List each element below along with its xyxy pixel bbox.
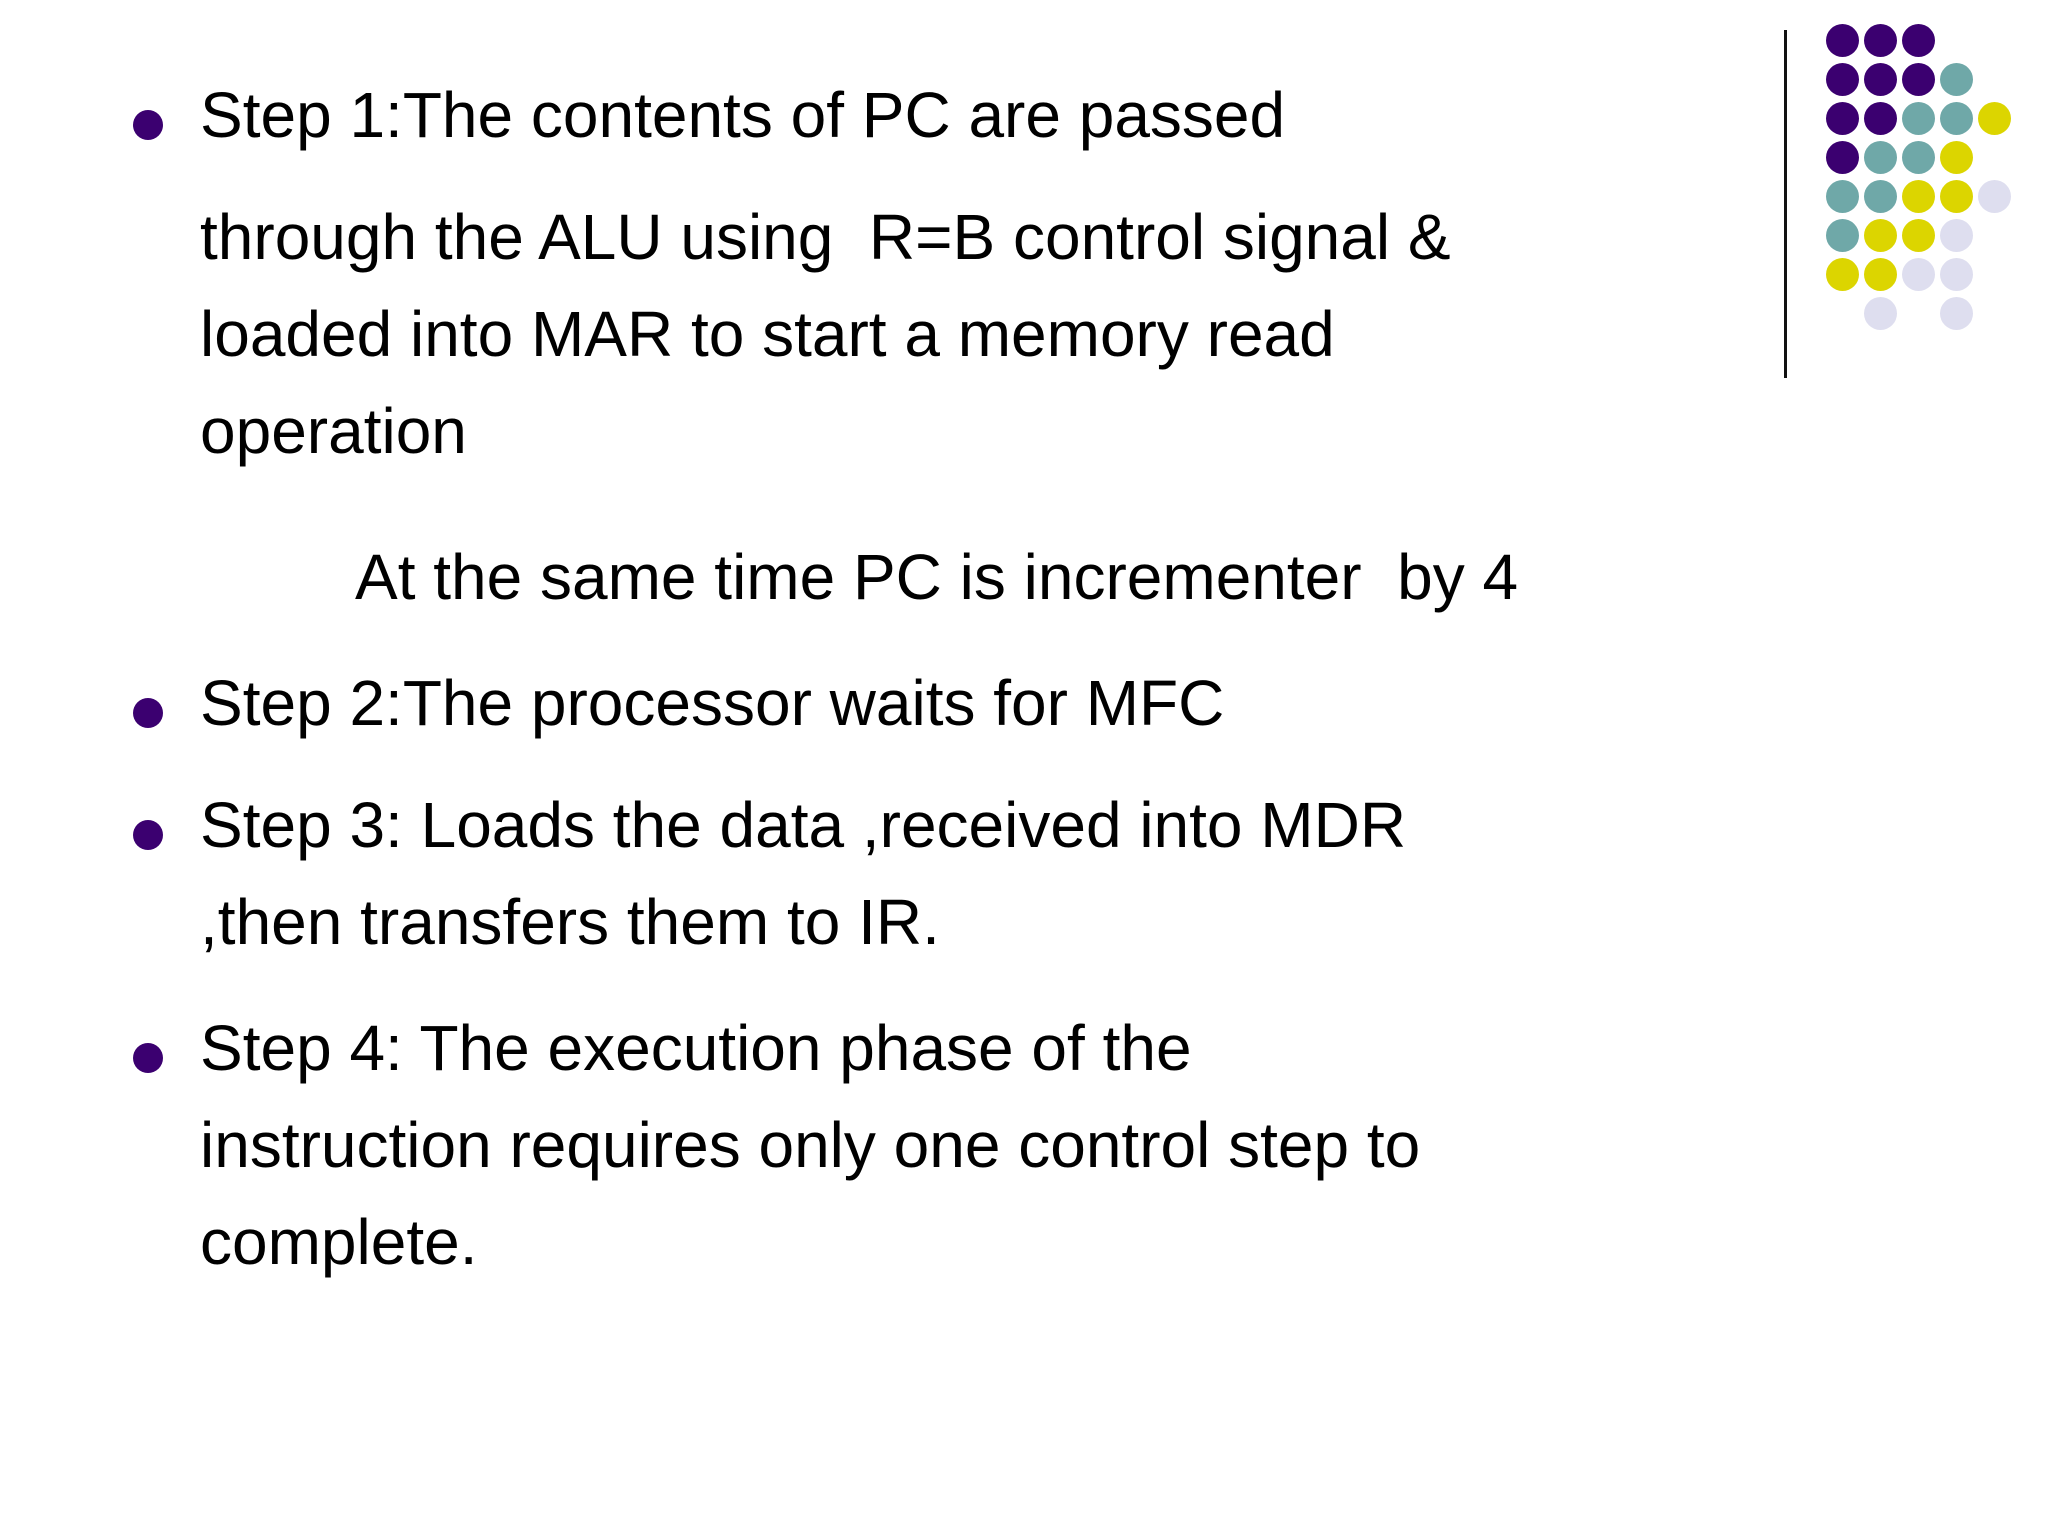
bullet-marker-step-4 (133, 1043, 163, 1073)
logo-dot-yellow (1864, 258, 1897, 291)
logo-dot-teal (1864, 180, 1897, 213)
logo-dot-teal (1940, 102, 1973, 135)
step-3-line-2: ,then transfers them to IR. (200, 886, 940, 958)
logo-dot-purple (1864, 63, 1897, 96)
logo-dot-teal (1826, 219, 1859, 252)
logo-dot-yellow (1902, 180, 1935, 213)
logo-dot-teal (1826, 180, 1859, 213)
logo-dot-yellow (1940, 180, 1973, 213)
logo-dot-lavender (1978, 180, 2011, 213)
logo-dot-teal (1902, 141, 1935, 174)
step-4-line-2: instruction requires only one control st… (200, 1109, 1421, 1181)
logo-dot-lavender (1940, 219, 1973, 252)
logo-dot-purple (1826, 63, 1859, 96)
logo-dot-yellow (1864, 219, 1897, 252)
logo-dot-teal (1940, 63, 1973, 96)
dot-grid-logo (1826, 24, 2042, 354)
logo-dot-purple (1864, 102, 1897, 135)
bullet-marker-step-3 (133, 820, 163, 850)
logo-dot-lavender (1940, 258, 1973, 291)
step-1-line-1: Step 1:The contents of PC are passed (200, 79, 1286, 151)
logo-dot-purple (1902, 24, 1935, 57)
bullet-marker-step-1 (133, 110, 163, 140)
sub-note-same-time-pc: At the same time PC is incrementer by 4 (355, 541, 1519, 613)
logo-dot-yellow (1902, 219, 1935, 252)
logo-dot-yellow (1826, 258, 1859, 291)
logo-dot-lavender (1864, 297, 1897, 330)
logo-dot-teal (1864, 141, 1897, 174)
logo-dot-lavender (1902, 258, 1935, 291)
logo-dot-purple (1902, 63, 1935, 96)
logo-dot-yellow (1978, 102, 2011, 135)
logo-dot-yellow (1940, 141, 1973, 174)
logo-dot-teal (1902, 102, 1935, 135)
step-4-line-1: Step 4: The execution phase of the (200, 1012, 1192, 1084)
logo-dot-lavender (1940, 297, 1973, 330)
logo-dot-purple (1826, 141, 1859, 174)
logo-vertical-rule (1784, 30, 1787, 378)
logo-dot-purple (1826, 24, 1859, 57)
step-1-line-2: through the ALU using R=B control signal… (200, 201, 1451, 273)
logo-dot-purple (1826, 102, 1859, 135)
logo-dot-purple (1864, 24, 1897, 57)
step-1-line-4: operation (200, 395, 467, 467)
step-1-line-3: loaded into MAR to start a memory read (200, 298, 1335, 370)
bullet-marker-step-2 (133, 698, 163, 728)
step-4-line-3: complete. (200, 1206, 478, 1278)
step-3-line-1: Step 3: Loads the data ,received into MD… (200, 789, 1407, 861)
step-2-line-1: Step 2:The processor waits for MFC (200, 667, 1225, 739)
